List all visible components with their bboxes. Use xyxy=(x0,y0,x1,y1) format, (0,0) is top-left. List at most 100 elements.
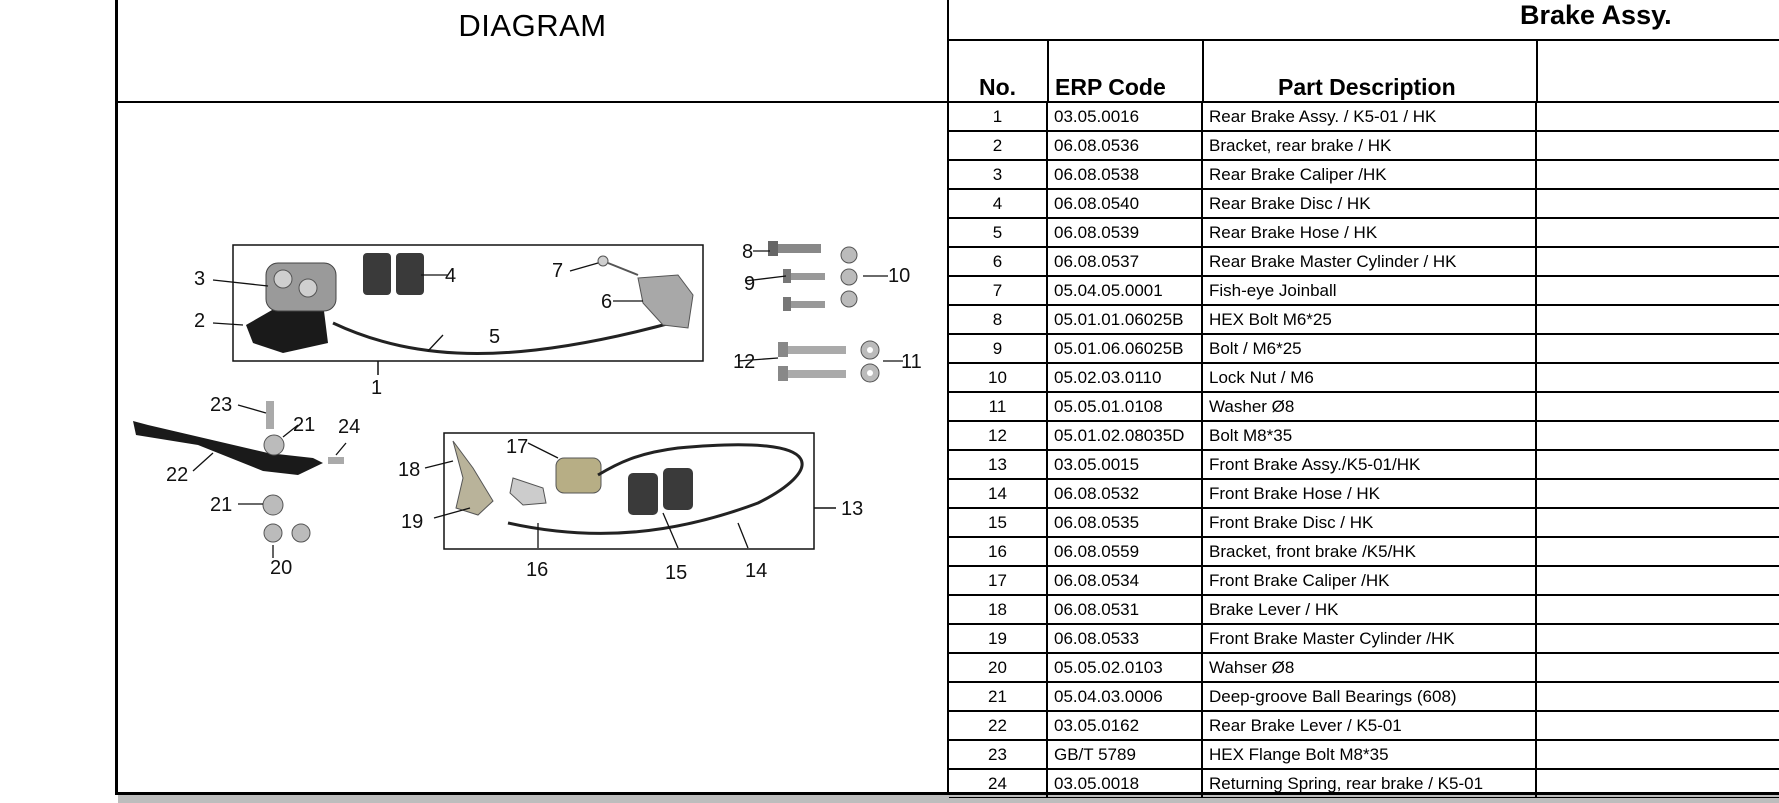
callout-label: 7 xyxy=(552,260,563,282)
part-number-cell: 4 xyxy=(949,188,1047,219)
header-erp-code: ERP Code xyxy=(1055,74,1166,100)
part-number-cell: 6 xyxy=(949,246,1047,277)
part-number-cell: 12 xyxy=(949,420,1047,451)
header-no: No. xyxy=(979,74,1017,100)
spare-cell xyxy=(1535,391,1779,422)
spare-cell xyxy=(1535,768,1779,798)
erp-code-cell: 05.05.02.0103 xyxy=(1046,652,1202,683)
part-number-cell: 5 xyxy=(949,217,1047,248)
spare-cell xyxy=(1535,304,1779,335)
part-description-cell: Rear Brake Hose / HK xyxy=(1201,217,1536,248)
front-bracket-part xyxy=(509,477,547,506)
erp-code-cell: 03.05.0162 xyxy=(1046,710,1202,741)
bearing-part xyxy=(263,434,285,456)
table-title-rule xyxy=(949,39,1779,41)
bolt-nut-cluster xyxy=(768,241,880,383)
part-number-cell: 20 xyxy=(949,652,1047,683)
erp-code-cell: 05.01.02.08035D xyxy=(1046,420,1202,451)
spare-cell xyxy=(1535,130,1779,161)
front-hose-part xyxy=(507,443,804,535)
center-divider xyxy=(947,0,949,795)
rear-pad-part xyxy=(396,253,424,295)
part-description-cell: Bolt M8*35 xyxy=(1201,420,1536,451)
callout-label: 14 xyxy=(745,560,767,582)
spare-cell xyxy=(1535,159,1779,190)
erp-code-cell: 03.05.0016 xyxy=(1046,101,1202,132)
erp-code-cell: 06.08.0535 xyxy=(1046,507,1202,538)
part-description-cell: Lock Nut / M6 xyxy=(1201,362,1536,393)
part-number-cell: 15 xyxy=(949,507,1047,538)
erp-code-cell: 05.01.06.06025B xyxy=(1046,333,1202,364)
callout-label: 1 xyxy=(371,377,382,399)
erp-code-cell: 03.05.0018 xyxy=(1046,768,1202,798)
exploded-diagram: 1 2 3 4 5 6 7 8 9 10 11 12 13 14 15 16 1… xyxy=(133,241,922,584)
part-number-cell: 2 xyxy=(949,130,1047,161)
rear-brake-lever-part xyxy=(133,421,323,475)
callout-label: 8 xyxy=(742,241,753,263)
callout-label: 3 xyxy=(194,268,205,290)
part-description-cell: Wahser Ø8 xyxy=(1201,652,1536,683)
callout-label: 4 xyxy=(445,265,456,287)
part-number-cell: 7 xyxy=(949,275,1047,306)
header-part-description: Part Description xyxy=(1278,74,1456,100)
erp-code-cell: 05.04.03.0006 xyxy=(1046,681,1202,712)
erp-code-cell: 06.08.0531 xyxy=(1046,594,1202,625)
callout-label: 5 xyxy=(489,326,500,348)
front-master-cylinder-part xyxy=(452,440,494,516)
part-number-cell: 17 xyxy=(949,565,1047,596)
part-description-cell: Bracket, rear brake / HK xyxy=(1201,130,1536,161)
spare-cell xyxy=(1535,188,1779,219)
spare-cell xyxy=(1535,449,1779,480)
erp-code-cell: 05.02.03.0110 xyxy=(1046,362,1202,393)
rear-master-cylinder-part xyxy=(637,274,694,329)
part-description-cell: Front Brake Caliper /HK xyxy=(1201,565,1536,596)
part-description-cell: Front Brake Disc / HK xyxy=(1201,507,1536,538)
erp-code-cell: 06.08.0537 xyxy=(1046,246,1202,277)
part-description-cell: Bolt / M6*25 xyxy=(1201,333,1536,364)
erp-code-cell: GB/T 5789 xyxy=(1046,739,1202,770)
part-description-cell: HEX Bolt M6*25 xyxy=(1201,304,1536,335)
part-number-cell: 10 xyxy=(949,362,1047,393)
part-number-cell: 16 xyxy=(949,536,1047,567)
column-rule xyxy=(1047,39,1049,101)
part-number-cell: 8 xyxy=(949,304,1047,335)
part-description-cell: Returning Spring, rear brake / K5-01 xyxy=(1201,768,1536,798)
part-number-cell: 21 xyxy=(949,681,1047,712)
rear-caliper-part xyxy=(265,262,337,312)
callout-label: 13 xyxy=(841,498,863,520)
front-pad-part xyxy=(628,473,658,515)
erp-code-cell: 06.08.0536 xyxy=(1046,130,1202,161)
spare-cell xyxy=(1535,652,1779,683)
erp-code-cell: 06.08.0559 xyxy=(1046,536,1202,567)
table-title: Brake Assy. xyxy=(1520,0,1672,30)
part-description-cell: Bracket, front brake /K5/HK xyxy=(1201,536,1536,567)
part-number-cell: 19 xyxy=(949,623,1047,654)
part-description-cell: Rear Brake Caliper /HK xyxy=(1201,159,1536,190)
callout-label: 18 xyxy=(398,459,420,481)
spare-cell xyxy=(1535,536,1779,567)
callout-label: 17 xyxy=(506,436,528,458)
part-number-cell: 13 xyxy=(949,449,1047,480)
erp-code-cell: 06.08.0538 xyxy=(1046,159,1202,190)
rear-hose-part xyxy=(332,319,679,355)
part-number-cell: 1 xyxy=(949,101,1047,132)
part-description-cell: Rear Brake Master Cylinder / HK xyxy=(1201,246,1536,277)
part-description-cell: Fish-eye Joinball xyxy=(1201,275,1536,306)
part-description-cell: Brake Lever / HK xyxy=(1201,594,1536,625)
